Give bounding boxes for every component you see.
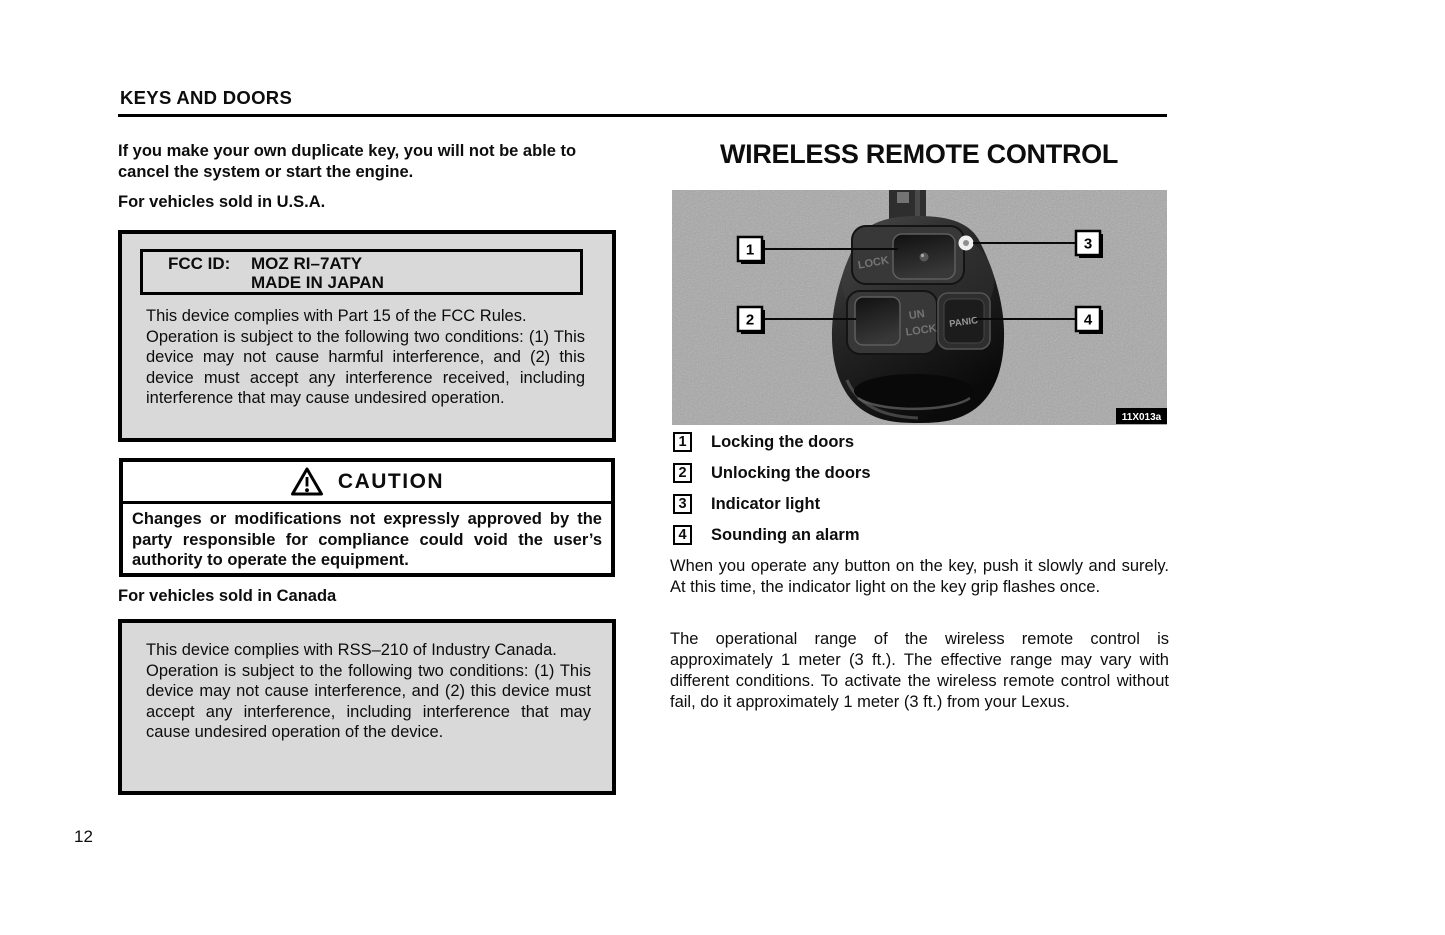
callout-1-number: 1 [746, 242, 754, 259]
usa-heading: For vehicles sold in U.S.A. [118, 193, 326, 211]
callout-lines [762, 242, 1076, 320]
fcc-made-in: MADE IN JAPAN [251, 272, 384, 292]
canada-heading: For vehicles sold in Canada [118, 587, 337, 605]
fcc-notice-box: FCC ID: MOZ RI–7ATY MADE IN JAPAN This de… [118, 230, 616, 442]
legend-label-2: Unlocking the doors [711, 464, 871, 482]
indicator-light [958, 235, 974, 251]
body-paragraph-2: The operational range of the wireless re… [670, 630, 1169, 711]
canada-body-line2: Operation is subject to the following tw… [146, 661, 591, 742]
fcc-body: This device complies with Part 15 of the… [146, 306, 585, 409]
page-header: KEYS AND DOORS [120, 87, 293, 108]
legend-number-1: 1 [673, 432, 692, 452]
legend-label-3: Indicator light [711, 495, 821, 513]
legend-item: 1 Locking the doors [673, 431, 871, 462]
fcc-id-value: MOZ RI–7ATY [251, 254, 363, 273]
fcc-id-box: FCC ID: MOZ RI–7ATY MADE IN JAPAN [140, 249, 583, 295]
panic-label: PANIC [949, 315, 979, 330]
legend-label-4: Sounding an alarm [711, 526, 860, 544]
caution-header: CAUTION [123, 462, 611, 504]
lock-button-group: LOCK [851, 225, 965, 285]
figure-legend: 1 Locking the doors 2 Unlocking the door… [673, 431, 871, 555]
callout-3-number: 3 [1084, 236, 1092, 253]
header-rule [118, 114, 1167, 117]
callout-4: 4 [1074, 305, 1103, 334]
unlock-button [854, 296, 901, 346]
key-remote-photo: LOCK UN LOCK PANIC [672, 190, 1167, 425]
key-ring-slot [854, 374, 974, 411]
legend-item: 2 Unlocking the doors [673, 462, 871, 493]
callout-2: 2 [736, 305, 765, 334]
legend-item: 4 Sounding an alarm [673, 524, 871, 555]
fcc-id-line: FCC ID: MOZ RI–7ATY [168, 254, 580, 274]
figure-code-label: 11X013a [1116, 408, 1167, 424]
caution-body: Changes or modifications not expressly a… [132, 510, 602, 569]
key-remote-figure: LOCK UN LOCK PANIC [672, 190, 1167, 425]
callout-1: 1 [736, 235, 765, 264]
section-title: WIRELESS REMOTE CONTROL [719, 139, 1119, 169]
warning-triangle-icon [290, 467, 323, 496]
legend-label-1: Locking the doors [711, 433, 855, 451]
canada-body-line1: This device complies with RSS–210 of Ind… [146, 641, 557, 659]
callout-3: 3 [1074, 229, 1103, 258]
page-number: 12 [74, 827, 93, 846]
lock-label: LOCK [857, 254, 890, 271]
intro-paragraph: If you make your own duplicate key, you … [118, 142, 577, 181]
legend-number-3: 3 [673, 494, 692, 514]
figure-code-text: 11X013a [1122, 412, 1162, 423]
unlock-button-group: UN LOCK [846, 290, 938, 355]
fcc-body-line2: Operation is subject to the following tw… [146, 327, 585, 408]
callout-4-number: 4 [1084, 312, 1093, 329]
canada-notice-box: This device complies with RSS–210 of Ind… [118, 619, 616, 795]
legend-number-4: 4 [673, 525, 692, 545]
caution-title: CAUTION [337, 469, 445, 493]
fcc-id-label: FCC ID: [168, 254, 231, 273]
unlock-label-top: UN [908, 308, 925, 322]
unlock-label-bottom: LOCK [905, 323, 938, 339]
body-paragraph-1: When you operate any button on the key, … [670, 557, 1169, 596]
panic-button-group: PANIC [937, 292, 991, 350]
caution-box: CAUTION Changes or modifications not exp… [119, 458, 615, 577]
legend-item: 3 Indicator light [673, 493, 871, 524]
legend-number-2: 2 [673, 463, 692, 483]
fcc-body-line1: This device complies with Part 15 of the… [146, 307, 527, 325]
callout-2-number: 2 [746, 312, 754, 329]
